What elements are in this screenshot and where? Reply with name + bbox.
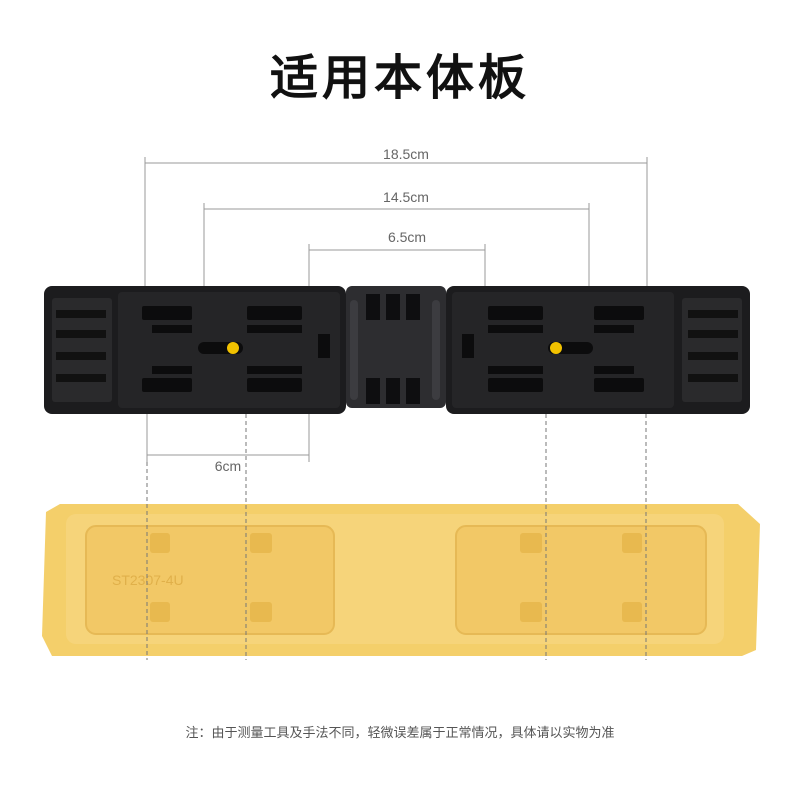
dimension-label-6-5: 6.5cm [388,229,426,245]
dimension-label-14-5: 14.5cm [383,189,429,205]
disclaimer-note: 注：由于测量工具及手法不同，轻微误差属于正常情况，具体请以实物为准 [185,726,615,741]
alignment-lines [146,414,647,660]
black-clip [44,286,750,414]
right-knob [550,342,562,354]
plate-mold-text: ST2307-4U [112,572,184,588]
dimension-18-5: 18.5cm [144,146,648,310]
dimension-label-18-5: 18.5cm [383,146,429,162]
dimension-6: 6cm [146,414,310,474]
page-title: 适用本体板 [269,50,530,106]
left-knob [227,342,239,354]
yellow-plate: ST2307-4U [42,504,760,656]
dimension-label-6: 6cm [215,458,241,474]
dimension-14-5: 14.5cm [203,189,590,310]
